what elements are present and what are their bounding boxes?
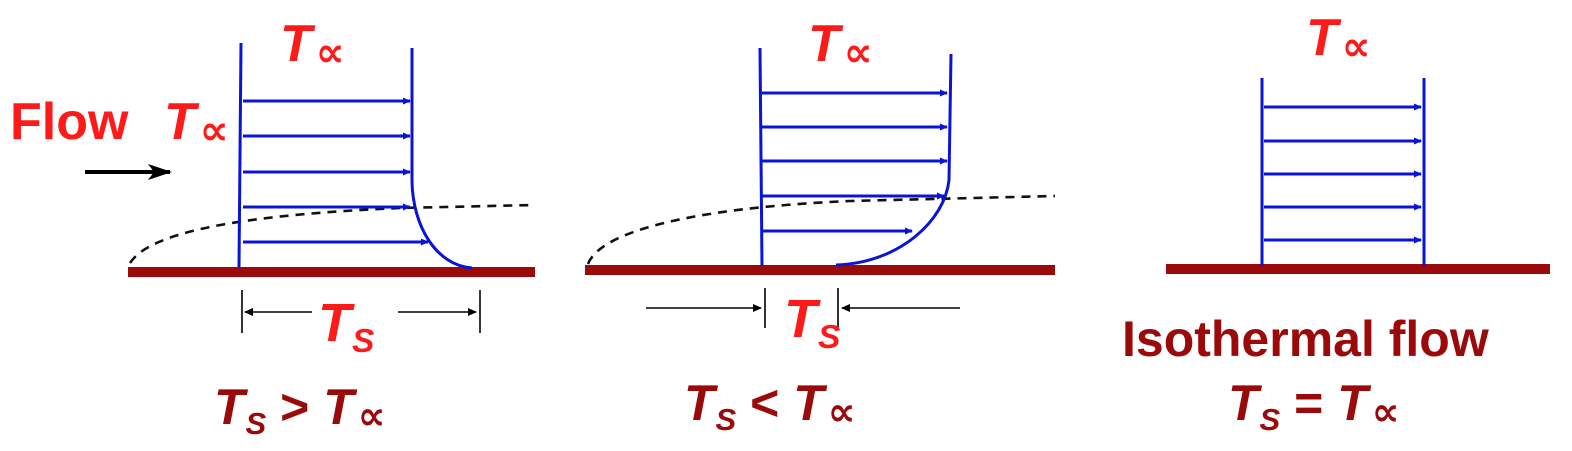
left-temperature-profile	[410, 48, 473, 270]
right-profile-arrows	[1264, 103, 1422, 244]
s-subscript: S	[818, 318, 841, 356]
caption-right: TS = T∝	[1228, 375, 1400, 435]
t-letter: T	[793, 375, 824, 431]
t-letter: T	[1337, 375, 1368, 431]
infinity-symbol: ∝	[827, 390, 856, 434]
middle-panel-cooled-wall	[585, 47, 1056, 328]
left-profile-arrows	[243, 97, 429, 246]
infinity-symbol: ∝	[1341, 22, 1371, 69]
middle-profile-arrows	[762, 89, 948, 235]
caption-middle: TS < T∝	[684, 375, 856, 435]
s-subscript: S	[245, 405, 267, 441]
free-stream-temperature-label-right: T∝	[1306, 9, 1371, 67]
middle-temperature-profile	[835, 53, 953, 267]
caption-left: TS > T∝	[214, 379, 386, 439]
middle-boundary-layer-edge	[586, 194, 1056, 265]
flow-word: Flow	[10, 93, 129, 151]
t-letter: T	[684, 375, 715, 431]
t-letter: T	[214, 379, 245, 435]
comparison-operator: =	[1294, 375, 1324, 431]
t-letter: T	[323, 379, 354, 435]
t-letter: T	[164, 93, 196, 151]
t-letter: T	[280, 15, 312, 73]
s-subscript: S	[352, 322, 375, 360]
surface-temperature-label-middle: TS	[784, 289, 840, 354]
infinity-symbol: ∝	[843, 28, 873, 75]
t-letter: T	[808, 15, 840, 73]
surface-temperature-label-left: TS	[318, 293, 374, 358]
t-letter: T	[1228, 375, 1259, 431]
middle-width-dimension	[646, 288, 960, 328]
right-panel-isothermal	[1166, 78, 1550, 274]
s-subscript: S	[1259, 401, 1281, 437]
t-letter: T	[1306, 9, 1338, 67]
infinity-symbol: ∝	[357, 394, 386, 438]
free-stream-temperature-label-middle: T∝	[808, 15, 873, 73]
left-width-dimension	[241, 290, 481, 333]
left-boundary-layer-edge	[128, 203, 536, 264]
t-letter: T	[318, 293, 351, 353]
flow-label: Flow	[10, 96, 128, 148]
s-subscript: S	[715, 401, 737, 437]
infinity-symbol: ∝	[199, 106, 229, 153]
comparison-operator: >	[280, 379, 310, 435]
isothermal-flow-text: Isothermal flow	[1122, 311, 1489, 367]
isothermal-flow-title: Isothermal flow	[1122, 314, 1489, 364]
comparison-operator: <	[750, 375, 780, 431]
free-stream-temperature-label-flow: T∝	[164, 93, 229, 151]
infinity-symbol: ∝	[1371, 390, 1400, 434]
middle-profile-axis	[758, 47, 764, 267]
left-profile-axis	[237, 42, 243, 268]
free-stream-temperature-label-left: T∝	[280, 15, 345, 73]
left-panel-heated-wall	[85, 42, 536, 333]
t-letter: T	[784, 289, 817, 349]
infinity-symbol: ∝	[315, 28, 345, 75]
